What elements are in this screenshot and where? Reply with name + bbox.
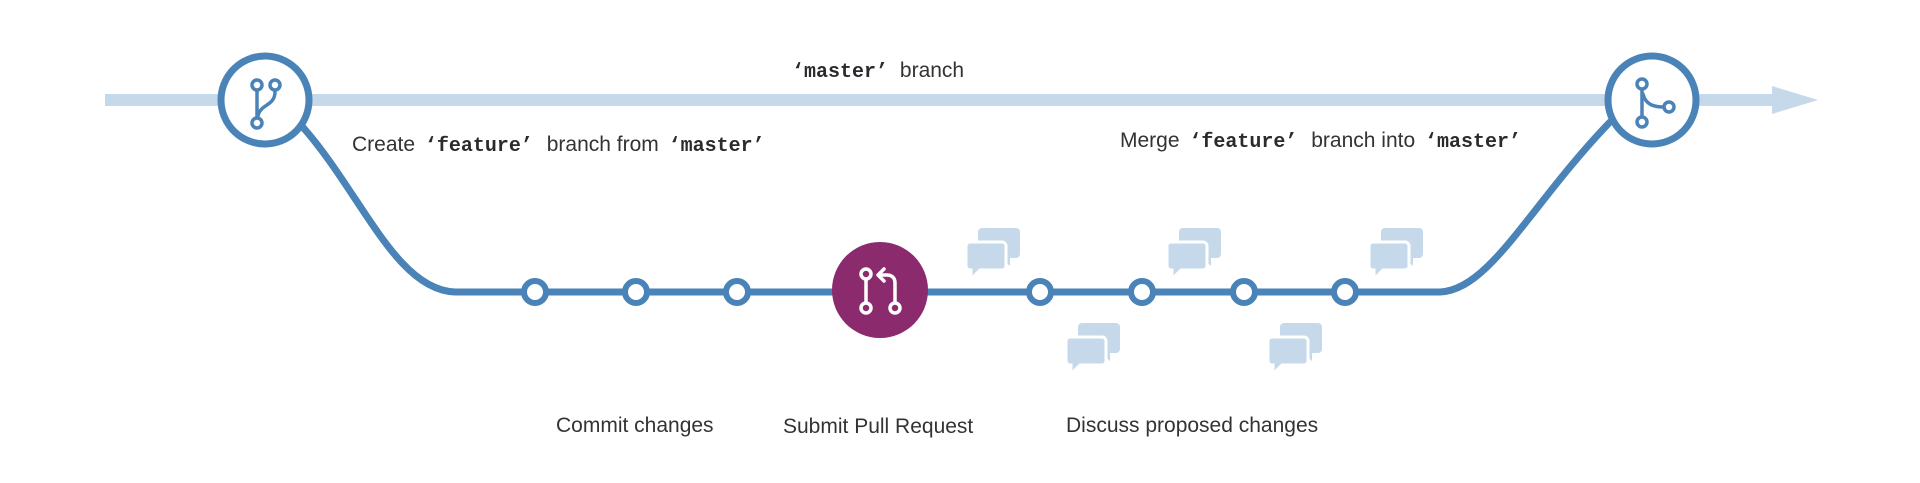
merge-master-name: ‘master’ [1425, 131, 1522, 154]
discussion-node [1331, 278, 1359, 306]
create-prefix: Create [352, 133, 416, 156]
master-branch-name: ‘master’ [792, 61, 889, 84]
discuss-changes-label: Discuss proposed changes [1066, 414, 1319, 437]
feature-branch-line [296, 118, 1614, 296]
create-master-name: ‘master’ [668, 135, 765, 158]
pull-request-node [832, 242, 928, 338]
commit-node [622, 278, 650, 306]
chat-bubbles-icon [1064, 321, 1122, 376]
merge-prefix: Merge [1120, 129, 1180, 152]
create-feature-name: ‘feature’ [424, 135, 533, 158]
submit-pull-request-label: Submit Pull Request [783, 415, 974, 438]
chat-bubbles-icon [964, 226, 1022, 281]
discussion-nodes [1026, 278, 1359, 306]
discussion-node [1026, 278, 1054, 306]
merge-icon [1635, 77, 1676, 129]
merge-feature-name: ‘feature’ [1189, 131, 1298, 154]
master-branch-suffix: branch [899, 59, 965, 82]
commit-changes-label: Commit changes [556, 414, 714, 437]
create-middle: branch from [546, 133, 659, 156]
merge-middle: branch into [1311, 129, 1416, 152]
merge-node [1604, 52, 1700, 148]
discussion-node [1230, 278, 1258, 306]
chat-bubbles-icon [1165, 226, 1223, 281]
commit-node [521, 278, 549, 306]
pull-request-icon [859, 267, 902, 315]
commit-node [723, 278, 751, 306]
commit-nodes [521, 278, 751, 306]
master-branch-label: ‘master’ branch [792, 59, 964, 84]
branch-icon [250, 78, 282, 130]
master-branch-line [105, 86, 1818, 114]
chat-bubbles-icon [1367, 226, 1425, 281]
merge-branch-label: Merge ‘feature’ branch into ‘master’ [1120, 129, 1521, 154]
create-branch-label: Create ‘feature’ branch from ‘master’ [352, 133, 765, 158]
chat-bubbles-icon [1266, 321, 1324, 376]
discussion-node [1128, 278, 1156, 306]
create-branch-node [217, 52, 313, 148]
